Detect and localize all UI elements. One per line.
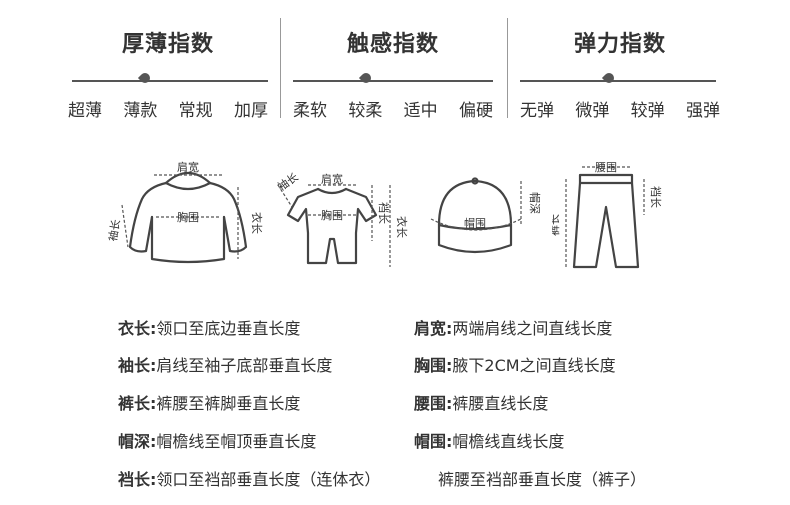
touch-level: 较柔 <box>348 101 383 121</box>
length-label: 衣长 <box>395 216 409 238</box>
divider <box>280 18 281 118</box>
thickness-marker-icon <box>137 70 153 86</box>
pants-icon: 腰围 裆长 裤长 <box>552 161 662 269</box>
definition-row: 袖长:肩线至袖子底部垂直长度 <box>118 356 333 375</box>
hat-icon: 帽围 帽深 <box>430 177 541 254</box>
thickness-level: 超薄 <box>68 101 102 121</box>
thickness-level: 薄款 <box>123 101 158 121</box>
hat-circ-label: 帽围 <box>464 217 486 230</box>
touch-marker-icon <box>358 70 374 86</box>
waist-label: 腰围 <box>595 161 617 174</box>
elastic-index: 弹力指数 无弹 微弹 较弹 强弹 <box>520 0 720 135</box>
thickness-level: 加厚 <box>233 101 268 121</box>
elastic-level: 较弹 <box>630 101 665 121</box>
touch-scale-line <box>293 80 493 82</box>
sleeve-label: 袖长 <box>275 170 301 194</box>
touch-levels: 柔软 较柔 适中 偏硬 <box>293 96 493 121</box>
elastic-level: 无弹 <box>520 101 554 121</box>
thickness-scale-line <box>72 80 268 82</box>
elastic-marker-icon <box>601 70 617 86</box>
crotch-label: 裆长 <box>649 186 662 208</box>
length-label: 衣长 <box>250 212 264 234</box>
divider <box>507 18 508 118</box>
elastic-level: 微弹 <box>575 101 610 121</box>
definition-row: 裤腰至裆部垂直长度（裤子） <box>438 470 647 489</box>
definition-row: 裆长:领口至裆部垂直长度（连体衣） <box>118 470 381 489</box>
pants-length-label: 裤长 <box>552 214 561 236</box>
elastic-title: 弹力指数 <box>573 32 666 57</box>
shoulder-label: 肩宽 <box>321 172 343 186</box>
hoodie-icon: 肩宽 胸围 衣长 袖长 <box>108 160 264 264</box>
romper-icon: 肩宽 胸围 裆长 衣长 袖长 <box>275 170 409 267</box>
thickness-title: 厚薄指数 <box>121 32 214 57</box>
thickness-level: 常规 <box>178 101 213 121</box>
touch-level: 适中 <box>403 101 438 121</box>
index-section: 厚薄指数 超薄 薄款 常规 加厚 触感指数 柔软 较柔 适中 偏硬 弹力指数 无… <box>0 0 790 135</box>
touch-level: 偏硬 <box>458 101 493 121</box>
definition-row: 帽围:帽檐线直线长度 <box>414 432 565 451</box>
definition-row: 肩宽:两端肩线之间直线长度 <box>414 319 613 338</box>
touch-index: 触感指数 柔软 较柔 适中 偏硬 <box>293 0 493 135</box>
definition-row: 衣长:领口至底边垂直长度 <box>118 319 301 338</box>
definition-row: 帽深:帽檐线至帽顶垂直长度 <box>118 432 317 451</box>
sleeve-label: 袖长 <box>108 218 123 242</box>
definition-row: 胸围:腋下2CM之间直线长度 <box>414 356 616 375</box>
chest-label: 胸围 <box>177 210 199 224</box>
thickness-index: 厚薄指数 超薄 薄款 常规 加厚 <box>68 0 268 135</box>
thickness-levels: 超薄 薄款 常规 加厚 <box>68 96 268 121</box>
touch-title: 触感指数 <box>346 32 439 57</box>
shoulder-label: 肩宽 <box>177 160 199 174</box>
hat-depth-label: 帽深 <box>528 192 541 214</box>
elastic-scale-line <box>520 80 716 82</box>
definition-row: 裤长:裤腰至裤脚垂直长度 <box>118 394 301 413</box>
chest-label: 胸围 <box>321 208 343 222</box>
definition-row: 腰围:裤腰直线长度 <box>414 394 549 413</box>
garment-diagrams: 肩宽 胸围 衣长 袖长 肩宽 胸围 裆长 衣长 袖长 <box>0 155 790 280</box>
elastic-levels: 无弹 微弹 较弹 强弹 <box>520 96 720 121</box>
crotch-label: 裆长 <box>377 202 390 224</box>
elastic-level: 强弹 <box>685 101 720 121</box>
touch-level: 柔软 <box>293 101 327 121</box>
